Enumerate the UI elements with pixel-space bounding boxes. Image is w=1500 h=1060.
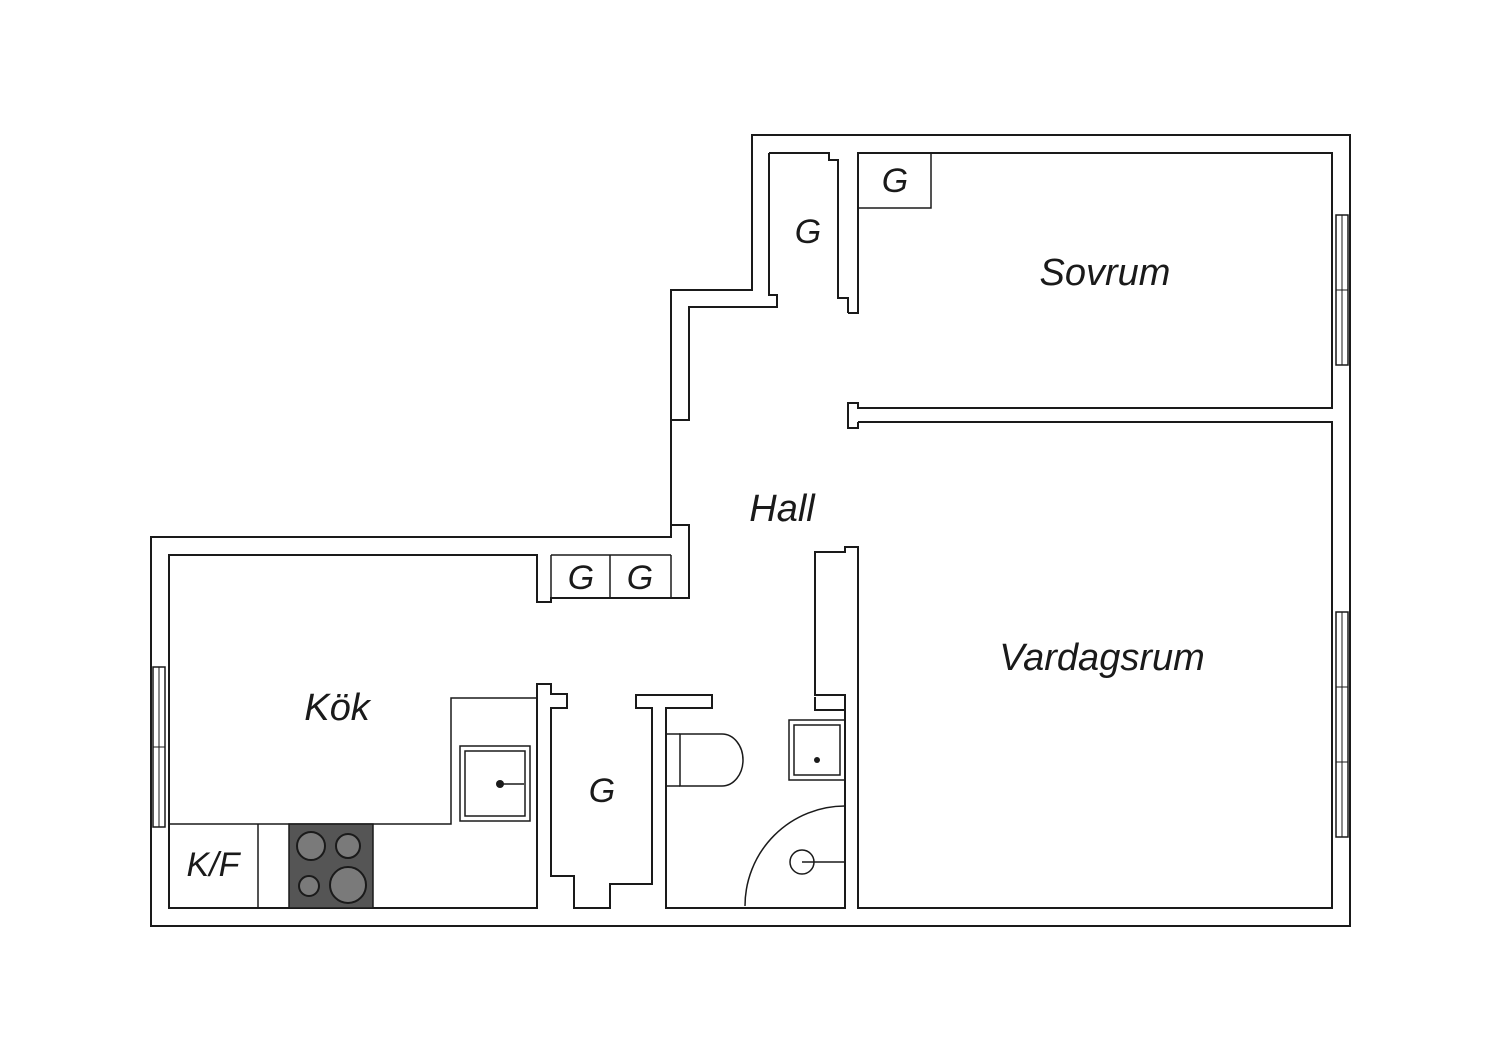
hall-left-wall [671, 153, 778, 421]
burner-icon [329, 866, 367, 904]
burner-icon [296, 831, 326, 861]
vardagsrum-wall [814, 421, 1333, 909]
burner-icon [298, 875, 320, 897]
bathroom-sink [788, 719, 846, 781]
room-label-kok: Kök [304, 687, 371, 729]
room-label-hall: Hall [749, 488, 816, 530]
shower-curtain-icon [744, 805, 846, 907]
closet-label-kok-right: G [627, 559, 653, 597]
room-label-sovrum: Sovrum [1040, 252, 1171, 294]
window-sovrum [1335, 214, 1349, 366]
sovrum-closet [857, 152, 932, 209]
kitchen-sink-basin [464, 750, 526, 817]
sink-drain-icon [814, 757, 820, 763]
room-label-vardagsrum: Vardagsrum [999, 637, 1205, 679]
closet-label-hall: G [795, 213, 821, 251]
hall-closet-wall [769, 152, 849, 313]
closet-label-kok-left: G [568, 559, 594, 597]
closet-label-center: G [589, 772, 615, 810]
fridge-freezer-label: K/F [187, 846, 242, 884]
burner-icon [335, 833, 361, 859]
window-vardagsrum [1335, 611, 1349, 838]
bathroom-sink-basin [793, 724, 841, 776]
outer-wall [150, 134, 1351, 927]
kitchen-sink [459, 745, 531, 822]
kok-wall [168, 524, 846, 909]
closet-label-sovrum: G [882, 162, 908, 200]
window-kok [152, 666, 166, 828]
toilet-icon [679, 733, 744, 787]
